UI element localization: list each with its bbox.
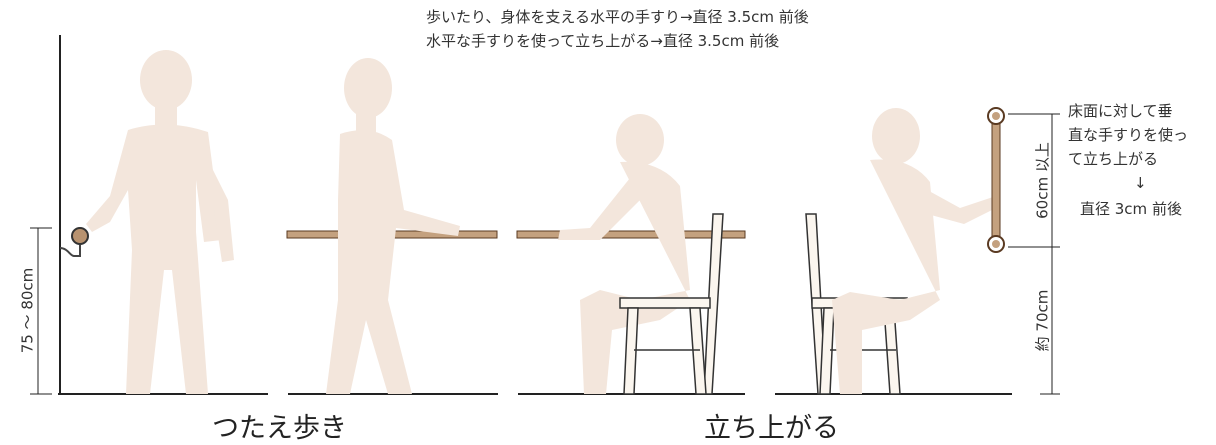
wall-handrail xyxy=(59,227,89,257)
chair-1 xyxy=(619,213,724,395)
walking-figure-2 xyxy=(326,58,460,394)
horizontal-handrail-right xyxy=(516,230,746,239)
seated-figure-1 xyxy=(558,114,690,394)
dimension-label-vertical-bottom: 約 70cm xyxy=(1033,289,1052,352)
walking-figure-1 xyxy=(86,50,234,394)
dimension-wall-rail xyxy=(30,227,52,395)
note-horizontal-walk: 歩いたり、身体を支える水平の手すり→直径 3.5cm 前後 xyxy=(426,8,809,26)
dimension-vertical-rail xyxy=(1008,113,1060,395)
dimension-label-wall-rail: 75 ～ 80cm xyxy=(18,267,37,354)
caption-walking: つたえ歩き xyxy=(212,413,347,444)
note-vertical-line1: 床面に対して垂 xyxy=(1068,102,1173,120)
note-horizontal-stand: 水平な手すりを使って立ち上がる→直径 3.5cm 前後 xyxy=(426,32,780,50)
note-vertical-line3: て立ち上がる xyxy=(1068,150,1159,168)
seated-figure-2 xyxy=(832,108,1000,394)
dimension-label-vertical-rail: 60cm 以上 xyxy=(1033,142,1052,219)
down-arrow-icon: ↓ xyxy=(1134,174,1147,192)
vertical-handrail xyxy=(987,107,1005,253)
caption-standing: 立ち上がる xyxy=(704,413,839,444)
note-vertical-line4: 直径 3cm 前後 xyxy=(1080,200,1182,218)
note-vertical-line2: 直な手すりを使っ xyxy=(1068,126,1189,144)
